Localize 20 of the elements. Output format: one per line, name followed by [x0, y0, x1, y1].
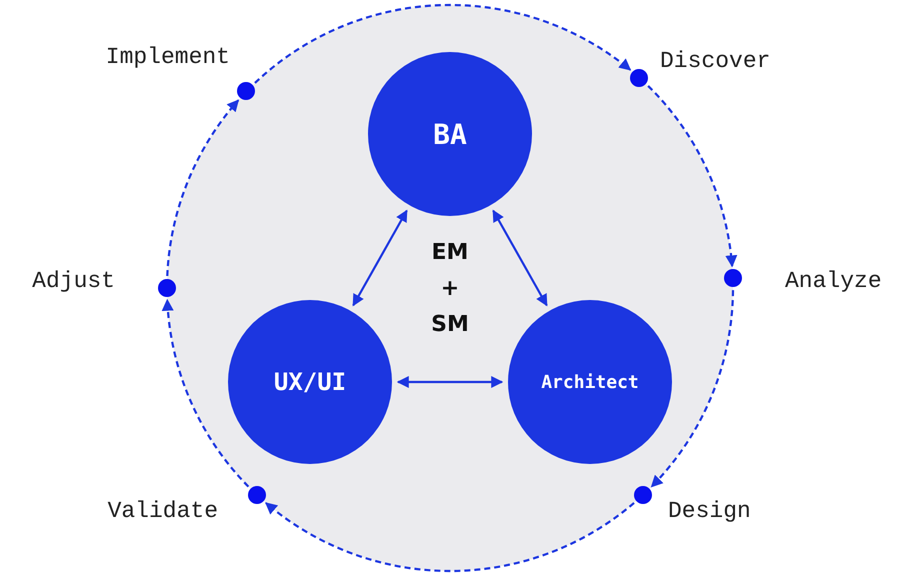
dashed-arrow [647, 85, 737, 268]
dashed-arrow [162, 298, 250, 488]
center-label: EM + SM [430, 239, 470, 339]
double-arrow [492, 210, 548, 306]
role-label: UX/UI [274, 368, 346, 396]
dashed-arrow [650, 290, 734, 488]
role-label: Architect [541, 372, 639, 392]
step-label: Design [668, 498, 751, 524]
step-label: Validate [108, 498, 218, 524]
dashed-arrow [264, 502, 635, 572]
step-label: Adjust [32, 268, 115, 294]
step-label: Implement [106, 44, 230, 70]
dashed-arrow [254, 4, 632, 84]
double-arrow [352, 210, 408, 306]
double-arrow [396, 376, 504, 388]
step-dot [158, 279, 176, 297]
step-label: Analyze [785, 268, 882, 294]
role-label: BA [433, 118, 467, 150]
dashed-arrow [166, 99, 240, 276]
step-label: Discover [660, 48, 770, 74]
